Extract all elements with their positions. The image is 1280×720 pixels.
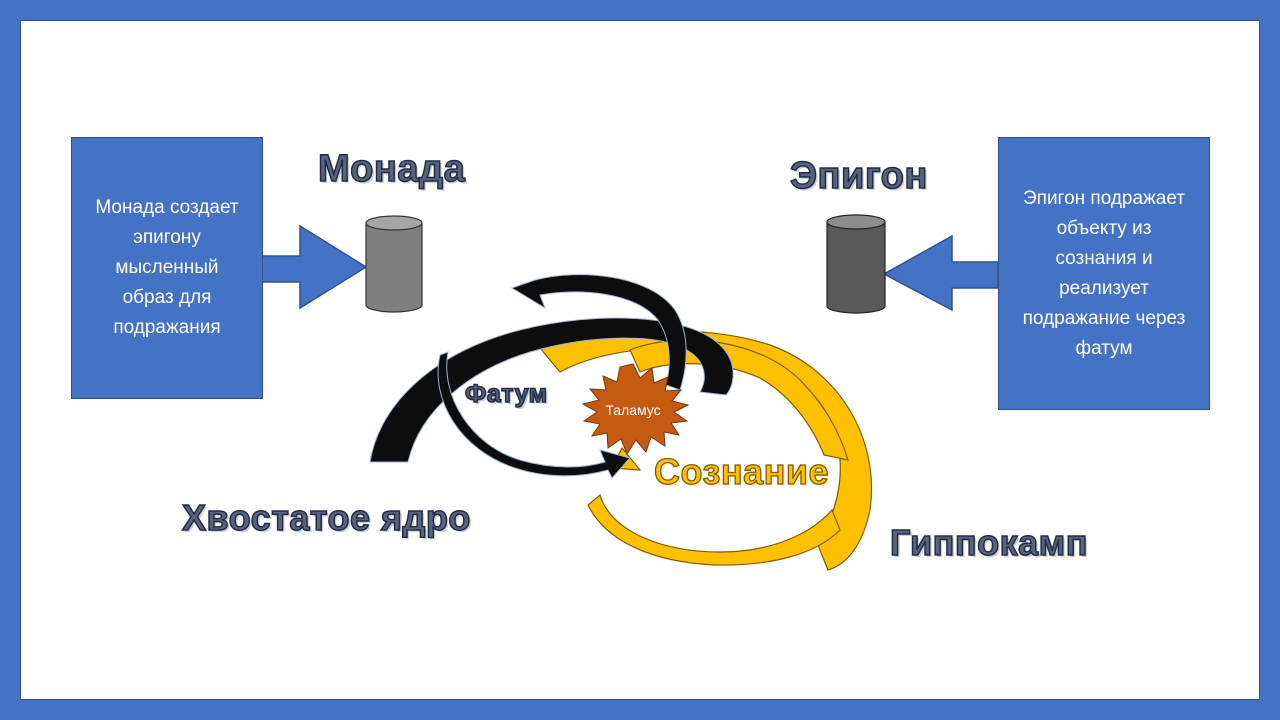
- epigon-description-box: Эпигон подражает объекту из сознания и р…: [998, 137, 1210, 410]
- consciousness-label: Сознание: [653, 450, 830, 492]
- right-box-line: подражание через: [1022, 307, 1186, 329]
- left-box-line: мысленный: [115, 257, 219, 278]
- fatum-label: Фатум: [464, 379, 548, 409]
- right-box-line: реализует: [1059, 277, 1149, 299]
- left-box-line: эпигону: [133, 227, 201, 248]
- caudate-nucleus-label: Хвостатое ядро: [181, 496, 471, 539]
- right-box-line: сознания и: [1055, 247, 1153, 269]
- right-box-line: фатум: [1075, 337, 1133, 359]
- left-box-line: образ для: [122, 287, 212, 308]
- thalamus-label: Таламус: [605, 402, 661, 418]
- left-box-line: Монада создает: [95, 197, 239, 218]
- epigon-title: Эпигон: [789, 154, 928, 198]
- left-box-line: подражания: [113, 317, 221, 338]
- monada-cylinder: [365, 215, 423, 313]
- epigon-cylinder: [826, 214, 886, 314]
- right-box-line: Эпигон подражает: [1023, 187, 1185, 209]
- arrow-to-monada: [261, 224, 368, 310]
- thalamus-starburst: [581, 363, 690, 456]
- monada-title: Монада: [317, 147, 466, 191]
- arrow-to-epigon: [882, 234, 999, 312]
- hippocampus-label: Гиппокамп: [889, 521, 1089, 564]
- black-arrow-outer: [369, 317, 734, 463]
- right-box-line: объекту из: [1056, 217, 1152, 239]
- monada-description-box: Монада создает эпигону мысленный образ д…: [71, 137, 263, 399]
- black-arrow-inner: [437, 351, 631, 479]
